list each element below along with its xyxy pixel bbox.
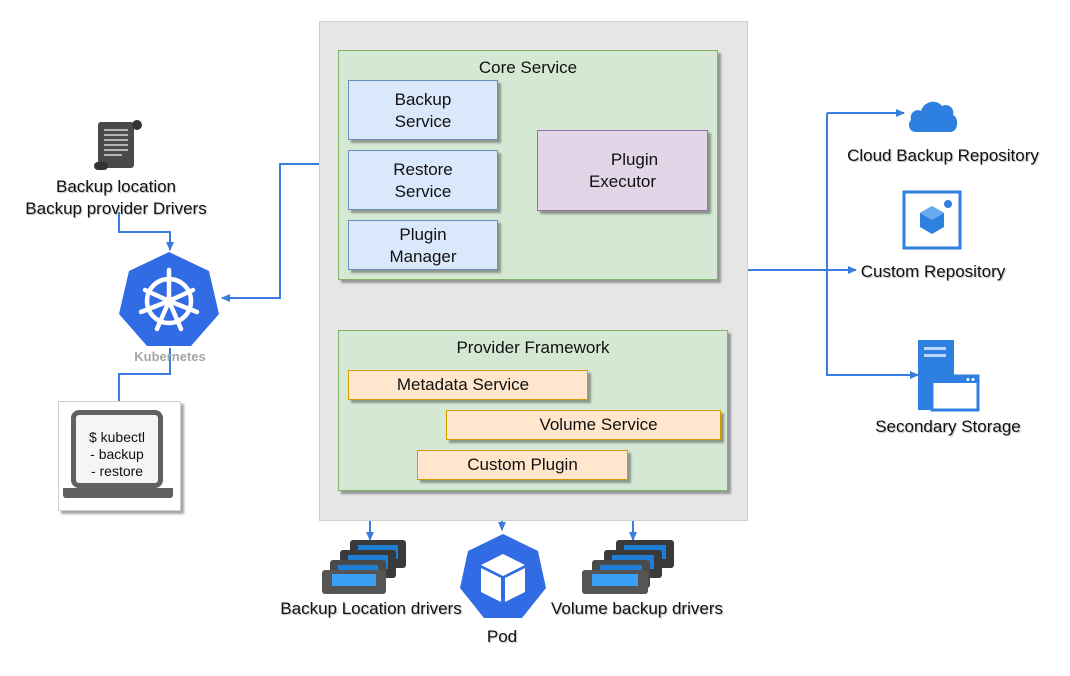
core-service-title: Core Service [478,58,578,77]
plugin-manager-label-line2: Manager [389,247,457,266]
volume-backup-drivers-icon [580,536,680,598]
backup-location-label-line1: Backup location [55,177,177,196]
kubernetes-icon [117,250,221,348]
provider-framework-title: Provider Framework [456,338,610,357]
connector-kubernetes-to-terminal [118,348,171,401]
plugin-manager-label-line1: Plugin [399,225,447,244]
terminal-line-3: - restore [90,463,144,479]
custom-repository-label: Custom Repository [860,262,1006,281]
backup-location-drivers-label: Backup Location drivers [280,599,462,618]
terminal-card: $ kubectl - backup - restore [58,401,181,511]
cloud-icon [906,96,960,134]
connector-kubernetes-to-core [221,160,339,302]
pod-icon [458,532,548,620]
restore-service-label-line1: Restore [393,160,453,179]
volume-service-label: Volume Service [539,415,658,434]
backup-service-label-line1: Backup [394,90,452,109]
backup-location-label-line2: Backup provider Drivers [25,199,207,218]
custom-plugin-box: Custom Plugin [417,450,628,480]
laptop-screen-icon [71,410,163,488]
restore-service-box: Restore Service [348,150,498,210]
pod-label: Pod [486,627,518,646]
connector-system-to-storage-trunk [748,113,828,271]
metadata-service-label: Metadata Service [396,375,530,394]
connector-backup-location-to-kubernetes [118,212,174,251]
backup-service-label-line2: Service [394,112,452,131]
restore-service-label-line2: Service [394,182,452,201]
plugin-executor-label-line2: Executor [588,172,657,191]
plugin-manager-box: Plugin Manager [348,220,498,270]
cloud-backup-repository-label: Cloud Backup Repository [847,146,1039,165]
volume-backup-drivers-label: Volume backup drivers [551,599,723,618]
backup-location-drivers-icon [320,536,412,598]
custom-repository-icon [902,190,962,250]
plugin-executor-box: Plugin Executor [537,130,708,211]
connector-to-secondary-storage [826,270,919,379]
backup-service-box: Backup Service [348,80,498,140]
volume-service-box: Volume Service [446,410,721,440]
kubernetes-label: Kubernetes [134,349,206,364]
secondary-storage-icon [914,338,980,412]
plugin-executor-label-line1: Plugin [610,150,659,169]
scroll-document-icon [92,118,146,174]
terminal-line-1: $ kubectl [88,429,146,445]
terminal-line-2: - backup [90,446,144,462]
secondary-storage-label: Secondary Storage [875,417,1021,436]
laptop-base-icon [63,488,173,498]
custom-plugin-label: Custom Plugin [467,455,578,474]
metadata-service-box: Metadata Service [348,370,588,400]
